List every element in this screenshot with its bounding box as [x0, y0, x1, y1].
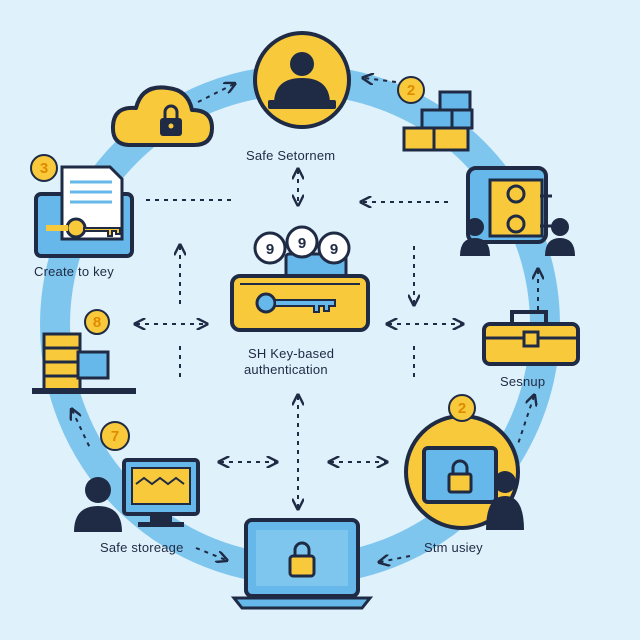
- badge-left-top: 3: [30, 154, 58, 182]
- svg-text:9: 9: [266, 241, 274, 258]
- badge-bottom-left: 7: [100, 421, 130, 451]
- badge-bottom-right: 2: [448, 394, 476, 422]
- label-bottom-left: Safe storeage: [100, 540, 184, 555]
- label-right: Sesnup: [500, 374, 546, 389]
- briefcase-icon: [482, 310, 580, 366]
- label-bottom-right: Stm usiey: [424, 540, 483, 555]
- svg-text:9: 9: [330, 241, 338, 258]
- svg-text:9: 9: [298, 235, 306, 252]
- svg-text:3: 3: [40, 160, 48, 177]
- server-stack-icon: [32, 332, 136, 394]
- flow-arrows: [72, 78, 538, 562]
- svg-text:2: 2: [407, 82, 415, 99]
- label-top: Safe Setornem: [246, 148, 336, 163]
- badge-top-right: 2: [397, 76, 425, 104]
- svg-text:2: 2: [458, 400, 466, 417]
- label-create-key: Create to key: [34, 264, 114, 279]
- badge-left-mid: 8: [84, 309, 110, 335]
- padlock-circle-icon: [404, 414, 524, 530]
- svg-text:8: 8: [93, 314, 101, 331]
- monitor-icon: [74, 458, 200, 532]
- cloud-lock-icon: [110, 85, 214, 147]
- label-center-title: SH Key-based: [248, 346, 335, 361]
- doors-user-icon: [460, 166, 575, 256]
- document-key-icon: [34, 165, 134, 258]
- svg-text:7: 7: [111, 428, 119, 445]
- laptop-lock-icon: [230, 518, 374, 610]
- blocks-icon: [402, 90, 474, 152]
- key-box-icon: [230, 225, 370, 332]
- user-icon: [253, 31, 351, 129]
- label-center-subtitle: authentication: [244, 362, 328, 377]
